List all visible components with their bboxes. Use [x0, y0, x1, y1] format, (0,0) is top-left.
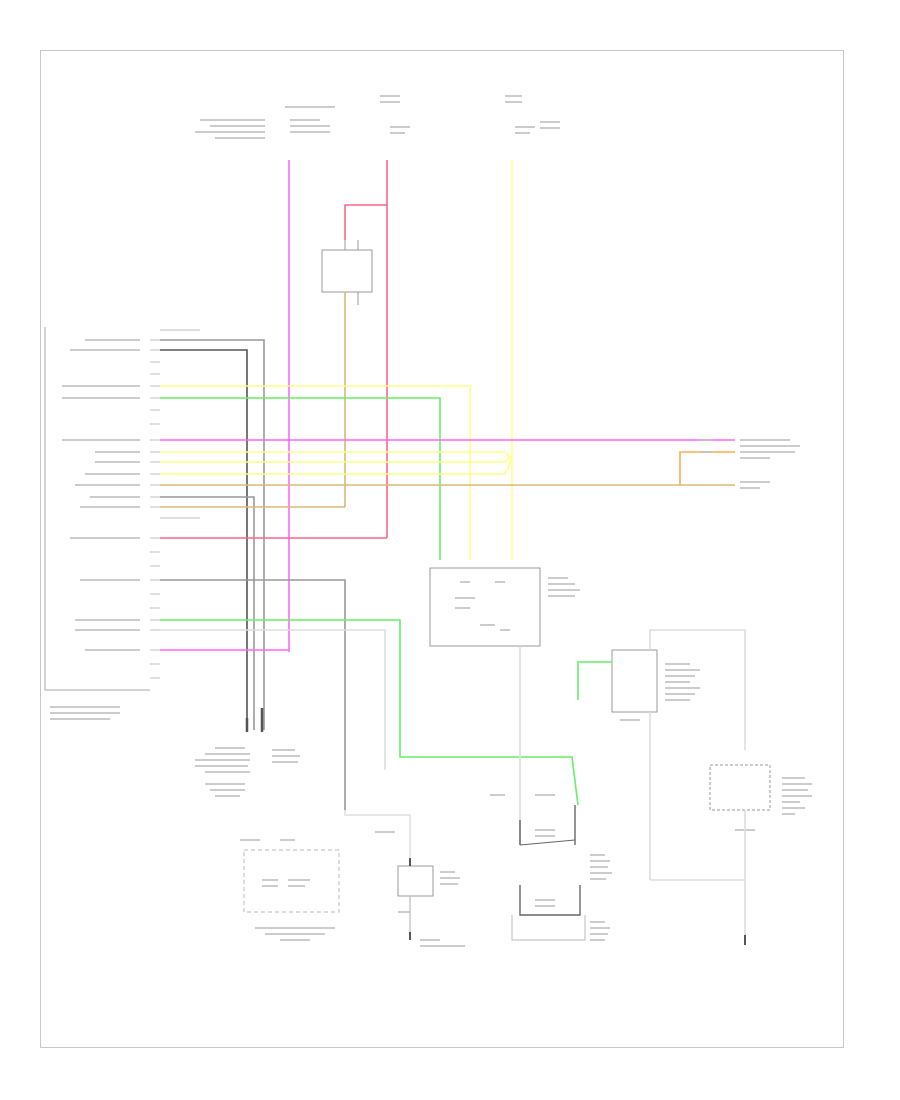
right-labels	[700, 439, 800, 489]
bottom-left-labels	[195, 747, 300, 797]
component-center	[397, 865, 434, 897]
switch-lower-box	[709, 764, 771, 811]
switch-lower-labels	[735, 777, 812, 831]
component-left	[243, 849, 340, 913]
component-left-labels	[240, 839, 335, 941]
switch-upper-box	[611, 649, 658, 713]
lower-switch-labels	[490, 794, 612, 941]
component-center-labels	[375, 831, 465, 947]
module-wires	[160, 339, 735, 810]
control-module	[429, 567, 541, 647]
diagram-frame	[40, 50, 844, 1048]
pin-numbers	[150, 329, 200, 679]
relay-box	[321, 249, 373, 293]
switch-contact-2	[519, 885, 581, 916]
switch-upper-labels	[620, 663, 700, 721]
top-fuse-labels	[195, 95, 560, 139]
control-module-labels	[455, 577, 580, 631]
module-pin-labels	[50, 339, 140, 720]
wire-relay-feed	[344, 204, 387, 240]
module-bracket	[44, 327, 150, 691]
switch-contact-1	[519, 839, 576, 846]
